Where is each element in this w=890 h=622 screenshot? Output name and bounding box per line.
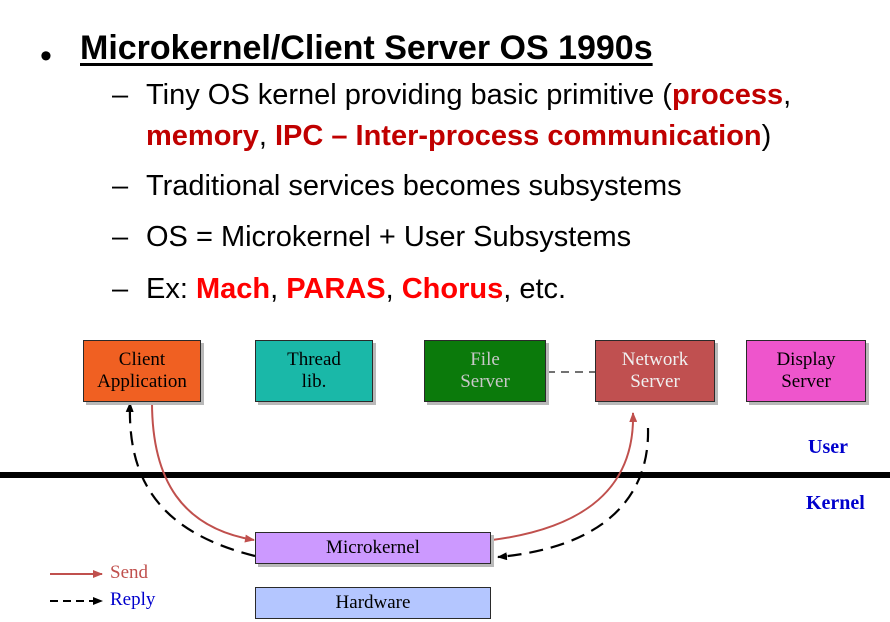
dash-4: – [112, 273, 129, 305]
network-line-1: Network [621, 349, 689, 370]
reply-arrow-to-client [125, 402, 256, 558]
file-server-box: File Server [424, 340, 546, 402]
dash-2: – [112, 170, 129, 202]
highlight-chorus: Chorus [401, 273, 504, 305]
file-line-2: Server [460, 371, 510, 392]
send-arrow-to-network [491, 412, 638, 541]
bullet-4-sep-2: , [385, 273, 402, 305]
display-line-1: Display [776, 349, 836, 370]
client-line-1: Client [118, 349, 166, 370]
bullet-4: Ex: Mach, PARAS, Chorus, etc. [146, 270, 566, 308]
kernel-space-label: Kernel [806, 492, 865, 514]
highlight-memory: memory [146, 120, 259, 152]
highlight-paras: PARAS [286, 273, 386, 305]
hardware-box: Hardware [255, 587, 491, 619]
dash-1: – [112, 79, 129, 111]
file-line-1: File [470, 349, 500, 370]
display-line-2: Server [781, 371, 831, 392]
client-application-box: Client Application [83, 340, 201, 402]
slide-title: Microkernel/Client Server OS 1990s [80, 29, 653, 67]
bullet-1-line-1: Tiny OS kernel providing basic primitive… [146, 76, 791, 114]
bullet-1-close-paren: ) [761, 120, 772, 152]
microkernel-box: Microkernel [255, 532, 491, 564]
bullet-dot: • [40, 37, 52, 75]
thread-lib-box: Thread lib. [255, 340, 373, 402]
highlight-process: process [671, 79, 784, 111]
bullet-1-comma-2: , [258, 120, 275, 152]
bullet-3: OS = Microkernel + User Subsystems [146, 221, 632, 253]
user-space-label: User [808, 436, 848, 458]
network-line-2: Server [630, 371, 680, 392]
legend-reply-label: Reply [110, 589, 156, 610]
highlight-ipc: IPC – Inter-process communication [274, 120, 762, 152]
thread-line-1: Thread [287, 349, 341, 370]
bullet-2: Traditional services becomes subsystems [146, 170, 682, 202]
bullet-1-text: Tiny OS kernel providing basic primitive… [146, 79, 672, 111]
bullet-1-comma: , [783, 79, 792, 111]
thread-line-2: lib. [301, 371, 327, 392]
highlight-mach: Mach [195, 273, 271, 305]
reply-arrow-to-microkernel [497, 427, 650, 561]
bullet-1-line-2: memory, IPC – Inter-process communicatio… [146, 117, 771, 155]
legend-send-label: Send [110, 562, 148, 583]
bullet-4-sep-1: , [270, 273, 287, 305]
client-line-2: Application [97, 371, 187, 392]
dash-3: – [112, 221, 129, 253]
network-server-box: Network Server [595, 340, 715, 402]
user-kernel-divider [0, 472, 890, 478]
hardware-label: Hardware [335, 592, 411, 613]
bullet-4-prefix: Ex: [146, 273, 196, 305]
display-server-box: Display Server [746, 340, 866, 402]
bullet-4-suffix: , etc. [503, 273, 567, 305]
send-arrow-to-microkernel [151, 401, 255, 543]
microkernel-label: Microkernel [326, 537, 420, 558]
